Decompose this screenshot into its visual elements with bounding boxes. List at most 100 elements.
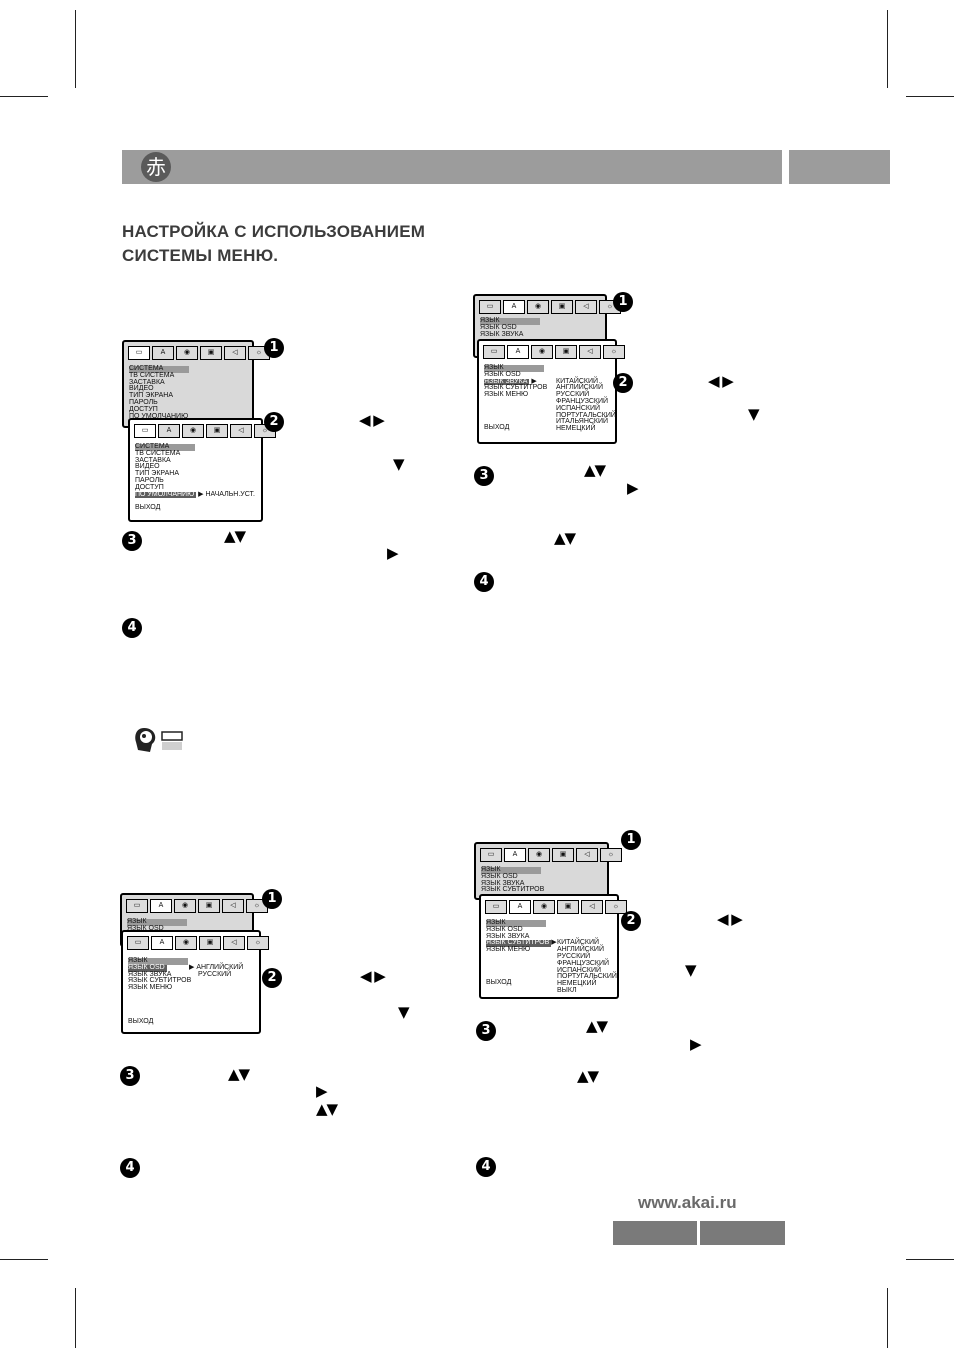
step-number-4: 4 [474,572,494,592]
tab-audio-icon: ◉ [533,900,555,914]
menu-item: ТИП ЭКРАНА [129,392,173,400]
left-right-arrows-icon: ◀ ▶ [359,411,385,429]
crop-mark [887,1288,888,1348]
up-down-arrows-icon: ▲▼ [316,1100,338,1118]
tab-language-icon: A [158,424,180,438]
menu-item: ЯЗЫК [480,317,540,325]
tab-video-icon: ▣ [551,300,573,314]
menu-item: ЯЗЫК [486,919,546,927]
tab-language-icon: A [152,346,174,360]
tab-language-icon: A [503,300,525,314]
menu-item: ЯЗЫК OSD [484,370,521,378]
subtitle-menu-items: ЯЗЫК ЯЗЫК OSD ЯЗЫК ЗВУКА ЯЗЫК СУБТИТРОВ▶… [486,919,557,954]
menu-option: АНГЛИЙСКИЙ [556,384,603,392]
tab-misc-icon: ☼ [600,848,622,862]
tab-misc-icon: ☼ [247,936,269,950]
down-arrow-icon: ▼ [398,1003,410,1021]
menu-item-selected: ПО УМОЛЧАНИЮ [135,490,197,499]
subtitle-menu-back: ▭ A ◉ ▣ ◁ ☼ ЯЗЫК ЯЗЫК OSD ЯЗЫК ЗВУКА ЯЗЫ… [474,842,622,900]
crop-mark [75,10,76,88]
tab-language-icon: A [509,900,531,914]
crop-mark [887,10,888,88]
tab-video-icon: ▣ [200,346,222,360]
tab-audio-icon: ◉ [174,899,196,913]
menu-item: ЯЗЫК OSD [127,924,164,932]
menu-item: ПО УМОЛЧАНИЮ [129,412,189,420]
menu-item: ЯЗЫК OSD [481,872,518,880]
menu-exit: ВЫХОД [128,1018,154,1025]
step-number-1: 1 [613,292,633,312]
tab-speaker-icon: ◁ [579,345,601,359]
subtitle-options: КИТАЙСКИЙ АНГЛИЙСКИЙ РУССКИЙ ФРАНЦУЗСКИЙ… [557,939,617,994]
tab-speaker-icon: ◁ [576,848,598,862]
step-number-4: 4 [476,1157,496,1177]
step-number-1: 1 [264,338,284,358]
menu-item: ЯЗЫК ЗВУКА [481,879,525,887]
menu-exit: ВЫХОД [484,424,510,431]
right-arrow-icon: ▶ [387,544,399,562]
step-number-3: 3 [476,1021,496,1041]
title-line-2: СИСТЕМЫ МЕНЮ. [122,246,279,265]
menu-item: ЯЗЫК СУБТИТРОВ [484,384,548,392]
tab-audio-icon: ◉ [531,345,553,359]
tab-system-icon: ▭ [128,346,150,360]
step-number-4: 4 [122,618,142,638]
system-menu-back-items: СИСТЕМА ТВ СИСТЕМА ЗАСТАВКА ВИДЕО ТИП ЭК… [129,365,189,420]
menu-item: ЯЗЫК МЕНЮ [128,984,173,992]
menu-item: ТИП ЭКРАНА [135,470,179,478]
menu-item-selected: ЯЗЫК СУБТИТРОВ [486,939,552,948]
menu-option: ВЫКЛ [557,986,577,994]
tab-system-icon: ▭ [480,848,502,862]
menu-exit: ВЫХОД [486,979,512,986]
menu-tabs: ▭ A ◉ ▣ ◁ ☼ [127,936,269,950]
audio-menu-back: ▭ A ◉ ▣ ◁ ☼ ЯЗЫК ЯЗЫК OSD ЯЗЫК ЗВУКА [473,294,621,358]
step-number-3: 3 [120,1066,140,1086]
menu-item: ЯЗЫК OSD [480,323,517,331]
footer-bar-right [700,1221,785,1245]
left-right-arrows-icon: ◀ ▶ [708,372,734,390]
step-number-1: 1 [621,830,641,850]
menu-item: СИСТЕМА [129,365,189,373]
menu-item: ЯЗЫК ЗВУКА [486,932,530,940]
menu-item: ВИДЕО [129,385,154,393]
tab-system-icon: ▭ [479,300,501,314]
step-number-2: 2 [621,911,641,931]
up-down-arrows-icon: ▲▼ [224,527,246,545]
menu-item: ДОСТУП [129,405,158,413]
tab-speaker-icon: ◁ [224,346,246,360]
menu-item: ЯЗЫК [128,957,188,965]
tab-video-icon: ▣ [206,424,228,438]
tab-language-icon: A [150,899,172,913]
tab-audio-icon: ◉ [176,346,198,360]
tab-language-icon: A [507,345,529,359]
tab-video-icon: ▣ [557,900,579,914]
menu-option: РУССКИЙ [557,952,591,960]
right-arrow-icon: ▶ [627,479,639,497]
crop-mark [906,1259,954,1260]
up-down-arrows-icon: ▲▼ [577,1067,599,1085]
header-bar-right [789,150,890,184]
note-person-icon [135,728,183,752]
menu-item: ЯЗЫК СУБТИТРОВ [481,886,545,894]
menu-option: АНГЛИЙСКИЙ [557,946,604,954]
menu-exit: ВЫХОД [135,504,161,511]
menu-item: ДОСТУП [135,483,164,491]
right-arrow-icon: ▶ [316,1082,328,1100]
down-arrow-icon: ▼ [748,405,760,423]
tab-audio-icon: ◉ [182,424,204,438]
menu-option: ФРАНЦУЗСКИЙ [556,397,609,405]
osd-menu-back-items: ЯЗЫК ЯЗЫК OSD [127,918,187,933]
crop-mark [0,1259,48,1260]
menu-item: ЯЗЫК [127,918,187,926]
menu-tabs: ▭ A ◉ ▣ ◁ ☼ [483,345,625,359]
step-number-4: 4 [120,1158,140,1178]
menu-item: ЯЗЫК МЕНЮ [484,391,529,399]
subtitle-menu-front: ▭ A ◉ ▣ ◁ ☼ ЯЗЫК ЯЗЫК OSD ЯЗЫК ЗВУКА ЯЗЫ… [479,894,627,999]
brand-logo-icon: 赤 [141,152,171,182]
up-down-arrows-icon: ▲▼ [228,1065,250,1083]
step-number-3: 3 [474,466,494,486]
menu-option: НЕМЕЦКИЙ [556,425,596,433]
system-menu-back: ▭ A ◉ ▣ ◁ ☼ СИСТЕМА ТВ СИСТЕМА ЗАСТАВКА … [122,340,270,428]
menu-tabs: ▭ A ◉ ▣ ◁ ☼ [134,424,276,438]
tab-speaker-icon: ◁ [581,900,603,914]
